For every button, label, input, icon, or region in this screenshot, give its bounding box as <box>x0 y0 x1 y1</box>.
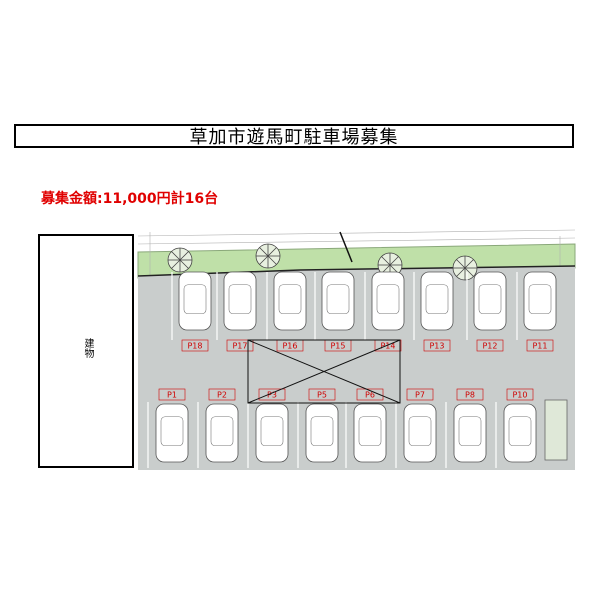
space-label: P6 <box>356 388 384 401</box>
space-label-text: P5 <box>317 391 327 400</box>
recruitment-price: 募集金額:11,000円計16台 <box>41 191 219 207</box>
car-icon <box>403 403 437 463</box>
space-label: P13 <box>423 339 451 352</box>
car-icon <box>523 271 557 331</box>
parking-space <box>147 402 189 468</box>
space-label-text: P6 <box>365 391 375 400</box>
space-label: P8 <box>456 388 484 401</box>
space-label: P17 <box>226 339 254 352</box>
parking-space <box>516 271 557 340</box>
parking-space <box>364 271 405 340</box>
space-label-text: P15 <box>330 342 345 351</box>
space-label-text: P13 <box>429 342 444 351</box>
space-label-text: P16 <box>282 342 297 351</box>
parking-space <box>171 271 212 340</box>
car-icon <box>273 271 307 331</box>
space-label: P2 <box>208 388 236 401</box>
top-row-spaces <box>171 271 557 340</box>
parking-space <box>445 402 487 468</box>
space-label: P7 <box>406 388 434 401</box>
space-label-text: P8 <box>465 391 475 400</box>
tree-icon <box>255 243 281 269</box>
car-icon <box>473 271 507 331</box>
unavailable-area-mark <box>247 339 401 404</box>
car-icon <box>420 271 454 331</box>
parking-space <box>266 271 307 340</box>
space-label-text: P10 <box>512 391 527 400</box>
space-label: P3 <box>258 388 286 401</box>
space-label-text: P2 <box>217 391 227 400</box>
building-outline <box>38 234 134 468</box>
space-label-text: P7 <box>415 391 425 400</box>
space-label: P5 <box>308 388 336 401</box>
parking-space <box>297 402 339 468</box>
space-label-text: P12 <box>482 342 497 351</box>
trees <box>167 243 478 281</box>
space-label: P11 <box>526 339 554 352</box>
parking-space <box>395 402 437 468</box>
car-icon <box>371 271 405 331</box>
pointer-line <box>339 231 353 263</box>
space-label-text: P18 <box>187 342 202 351</box>
space-label-text: P11 <box>532 342 547 351</box>
car-icon <box>321 271 355 331</box>
space-label-text: P17 <box>232 342 247 351</box>
parking-space <box>466 271 507 340</box>
parking-space <box>314 271 355 340</box>
side-structure <box>544 399 568 461</box>
space-label-text: P14 <box>380 342 395 351</box>
space-label-text: P3 <box>267 391 277 400</box>
space-label: P18 <box>181 339 209 352</box>
car-icon <box>255 403 289 463</box>
car-icon <box>223 271 257 331</box>
top-row-labels: P18 P17 P16 P15 P14 P13 P12 P11 <box>181 339 554 352</box>
building-label: 建物 <box>82 338 93 358</box>
space-label: P10 <box>506 388 534 401</box>
car-icon <box>353 403 387 463</box>
bottom-row-labels: P1 P2 P3 P5 P6 P7 P8 P10 <box>158 388 534 401</box>
space-label: P12 <box>476 339 504 352</box>
car-icon <box>205 403 239 463</box>
tree-icon <box>452 255 478 281</box>
parking-space <box>345 402 387 468</box>
tree-icon <box>167 247 193 273</box>
car-icon <box>503 403 537 463</box>
space-label: P1 <box>158 388 186 401</box>
page-title: 草加市遊馬町駐車場募集 <box>14 124 574 148</box>
parking-space <box>413 271 454 340</box>
car-icon <box>155 403 189 463</box>
car-icon <box>453 403 487 463</box>
space-label-text: P1 <box>167 391 177 400</box>
car-icon <box>305 403 339 463</box>
bottom-row-spaces <box>147 402 537 468</box>
parking-space <box>247 402 289 468</box>
parking-space <box>216 271 257 340</box>
parking-space <box>197 402 239 468</box>
car-icon <box>178 271 212 331</box>
parking-space <box>495 402 537 468</box>
